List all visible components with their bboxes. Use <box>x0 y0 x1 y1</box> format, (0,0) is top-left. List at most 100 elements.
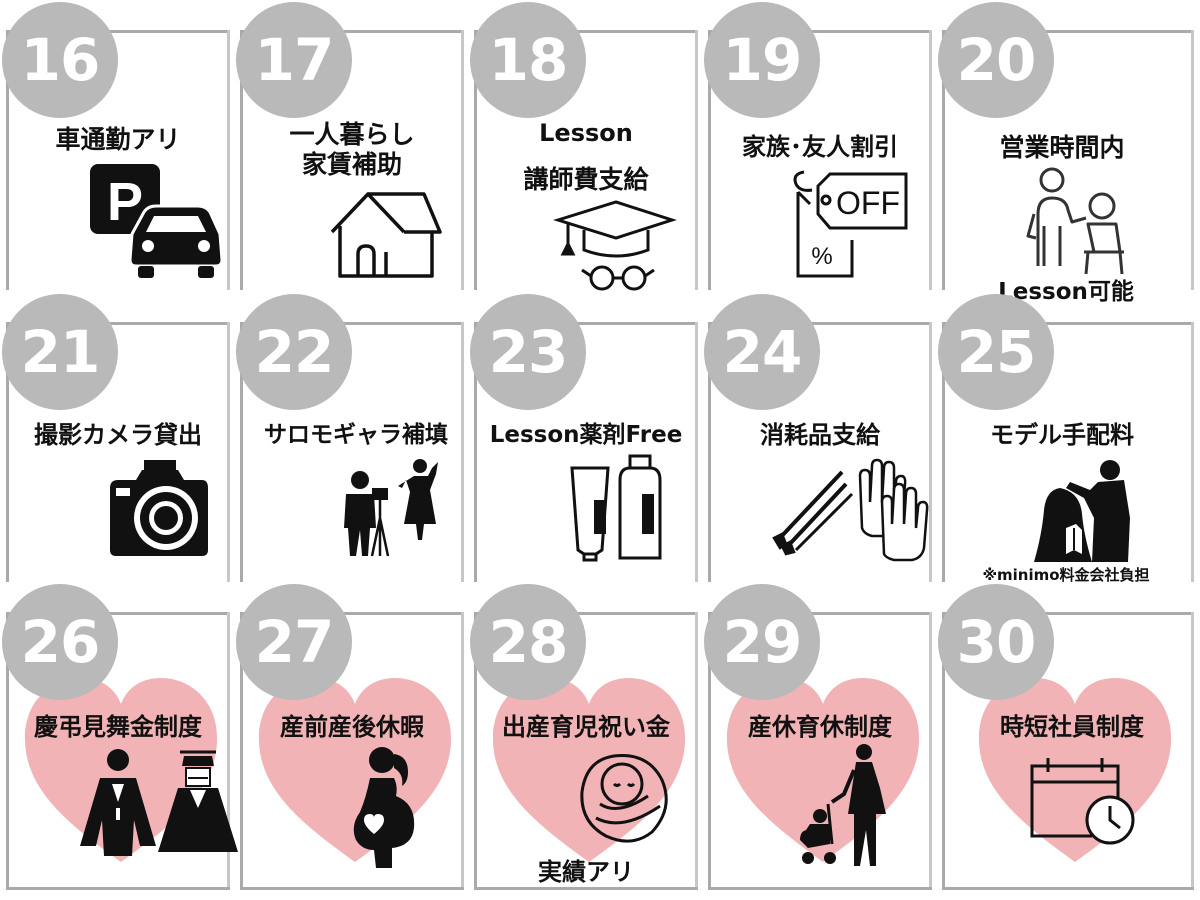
benefit-title: 時短社員制度 <box>1000 713 1144 741</box>
card-border <box>1191 30 1194 290</box>
card-border <box>1191 612 1194 890</box>
percent-symbol: % <box>811 243 832 270</box>
card-border <box>461 612 464 890</box>
card-border <box>6 322 9 582</box>
benefit-card-19: 19 家族･友人割引 OFF % <box>702 2 938 294</box>
benefit-title: 出産育児祝い金 <box>502 713 670 741</box>
card-border <box>942 30 1194 33</box>
number-badge: 16 <box>2 2 118 118</box>
benefit-card-28: 28 出産育児祝い金 実績アリ <box>468 584 704 894</box>
card-border <box>240 887 464 890</box>
benefit-card-23: 23 Lesson薬剤Free <box>468 294 704 586</box>
card-border <box>942 322 945 582</box>
number-badge: 20 <box>938 2 1054 118</box>
number-badge: 25 <box>938 294 1054 410</box>
house-icon <box>328 188 442 280</box>
card-border <box>240 30 243 290</box>
number-badge: 29 <box>704 584 820 700</box>
card-border <box>474 612 698 615</box>
card-border <box>942 887 1194 890</box>
card-border <box>240 30 464 33</box>
parking-car-icon: P <box>86 162 226 282</box>
hairdresser-model-icon <box>1032 458 1142 562</box>
photoshoot-icon <box>340 458 444 558</box>
card-border <box>942 612 1194 615</box>
benefit-title: 慶弔見舞金制度 <box>34 713 202 741</box>
benefit-title: 産前産後休暇 <box>280 713 424 741</box>
swaddled-baby-icon <box>578 752 672 844</box>
number-badge: 22 <box>236 294 352 410</box>
number-badge: 30 <box>938 584 1054 700</box>
benefit-title: 撮影カメラ貸出 <box>34 421 202 449</box>
benefit-card-27: 27 産前産後休暇 <box>234 584 470 894</box>
card-border <box>708 612 932 615</box>
card-border <box>695 322 698 582</box>
benefit-title: Lesson薬剤Free <box>489 422 683 448</box>
parent-stroller-icon <box>798 744 894 868</box>
benefit-title: 車通勤アリ <box>55 125 181 154</box>
card-border <box>6 322 230 325</box>
card-border <box>474 322 698 325</box>
benefit-title: 家族･友人割引 <box>742 133 898 161</box>
card-border <box>474 612 477 890</box>
benefit-card-17: 17 一人暮らし 家賃補助 <box>234 2 470 294</box>
number-badge: 27 <box>236 584 352 700</box>
number-badge: 21 <box>2 294 118 410</box>
card-border <box>6 612 230 615</box>
card-border <box>708 612 711 890</box>
card-border <box>6 30 230 33</box>
card-border <box>240 612 464 615</box>
benefit-card-29: 29 産休育休制度 <box>702 584 938 894</box>
benefit-title-top: Lesson <box>539 119 633 147</box>
card-border <box>6 30 9 290</box>
number-badge: 26 <box>2 584 118 700</box>
card-border <box>695 30 698 290</box>
card-border <box>695 612 698 890</box>
card-border <box>942 322 1194 325</box>
benefit-card-24: 24 消耗品支給 <box>702 294 938 586</box>
card-border <box>1191 322 1194 582</box>
card-border <box>240 612 243 890</box>
number-badge: 24 <box>704 294 820 410</box>
card-border <box>240 322 464 325</box>
card-border <box>929 322 932 582</box>
benefit-subtitle: 実績アリ <box>538 858 634 886</box>
number-badge: 18 <box>470 2 586 118</box>
discount-tag-icon: OFF % <box>790 170 910 280</box>
card-border <box>240 322 243 582</box>
card-border <box>708 30 711 290</box>
card-border <box>227 322 230 582</box>
card-border <box>6 887 230 890</box>
benefit-card-16: 16 車通勤アリ P <box>0 2 236 294</box>
benefit-title: 営業時間内 <box>999 133 1125 162</box>
benefit-note: ※minimo料金会社負担 <box>982 566 1150 584</box>
hair-products-icon <box>564 454 670 562</box>
card-border <box>461 322 464 582</box>
card-border <box>474 30 698 33</box>
benefit-title: 一人暮らし 家賃補助 <box>289 120 415 179</box>
benefit-title: モデル手配料 <box>990 421 1134 449</box>
number-badge: 23 <box>470 294 586 410</box>
card-border <box>708 322 932 325</box>
card-border <box>942 612 945 890</box>
calendar-clock-icon <box>1026 756 1136 846</box>
card-border <box>929 30 932 290</box>
camera-icon <box>106 458 210 558</box>
pregnant-woman-icon <box>346 746 430 868</box>
benefit-title: 産休育休制度 <box>748 713 892 741</box>
benefit-card-22: 22 サロモギャラ補填 <box>234 294 470 586</box>
graduation-cap-icon <box>552 198 677 292</box>
wedding-couple-icon <box>76 748 242 858</box>
number-badge: 28 <box>470 584 586 700</box>
card-border <box>708 887 932 890</box>
card-border <box>227 612 230 890</box>
benefit-title: 講師費支給 <box>523 165 649 194</box>
card-border <box>942 30 945 290</box>
card-border <box>708 322 711 582</box>
benefit-title: サロモギャラ補填 <box>264 422 448 448</box>
card-border <box>461 30 464 290</box>
card-border <box>227 30 230 290</box>
number-badge: 19 <box>704 2 820 118</box>
benefit-card-30: 30 時短社員制度 <box>936 584 1200 894</box>
